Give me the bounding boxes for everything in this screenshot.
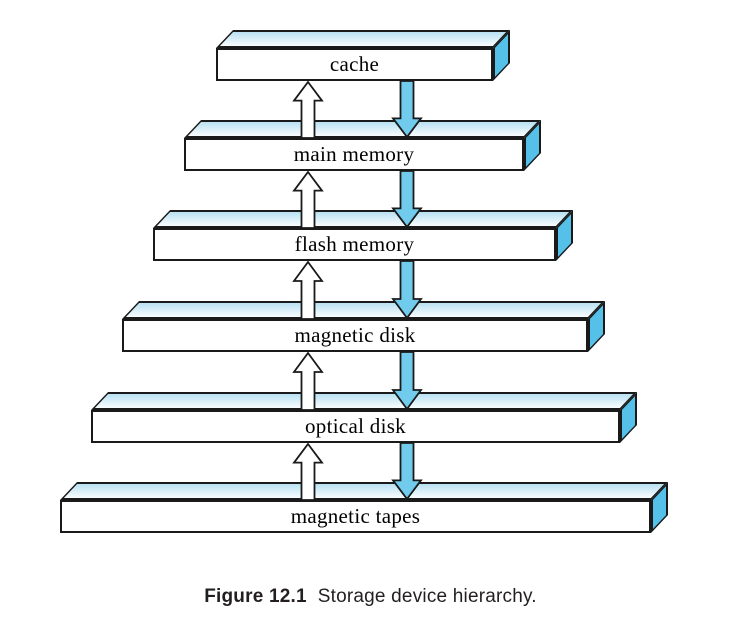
level-label: optical disk: [304, 414, 406, 438]
figure-number: Figure 12.1: [204, 586, 307, 607]
caption-text: Storage device hierarchy.: [317, 586, 537, 607]
transfer-arrows-opticaldisk-magnetictapes: [0, 443, 741, 500]
bar-front-face: flash memory: [153, 228, 556, 261]
transfer-arrows-magneticdisk-opticaldisk: [0, 352, 741, 410]
down-arrow-icon: [392, 352, 422, 410]
up-arrow-icon: [293, 81, 323, 138]
transfer-arrows-mainmemory-flashmemory: [0, 171, 741, 228]
level-label: cache: [329, 52, 380, 76]
bar-front-face: main memory: [184, 138, 524, 171]
level-magnetic-disk: magnetic disk: [122, 300, 606, 352]
level-magnetic-tapes: magnetic tapes: [60, 481, 669, 533]
bar-front-face: optical disk: [91, 410, 620, 443]
bar-front-face: cache: [216, 48, 493, 81]
down-arrow-icon: [392, 81, 422, 138]
transfer-arrows-flashmemory-magneticdisk: [0, 261, 741, 319]
level-optical-disk: optical disk: [91, 391, 638, 443]
up-arrow-icon: [293, 443, 323, 500]
level-cache: cache: [216, 29, 511, 82]
figure-caption: Figure 12.1 Storage device hierarchy.: [0, 586, 741, 608]
transfer-arrows-cache-mainmemory: [0, 81, 741, 138]
down-arrow-icon: [392, 171, 422, 228]
down-arrow-icon: [392, 261, 422, 319]
bar-front-face: magnetic disk: [122, 319, 588, 352]
level-label: magnetic tapes: [290, 504, 421, 528]
level-main-memory: main memory: [184, 119, 542, 171]
up-arrow-icon: [293, 352, 323, 410]
level-label: main memory: [293, 142, 415, 166]
up-arrow-icon: [293, 261, 323, 319]
level-label: flash memory: [294, 232, 415, 256]
up-arrow-icon: [293, 171, 323, 228]
bar-front-face: magnetic tapes: [60, 500, 651, 533]
bar-top-face: [216, 30, 511, 48]
down-arrow-icon: [392, 443, 422, 500]
level-flash-memory: flash memory: [153, 209, 574, 261]
level-label: magnetic disk: [294, 323, 416, 347]
